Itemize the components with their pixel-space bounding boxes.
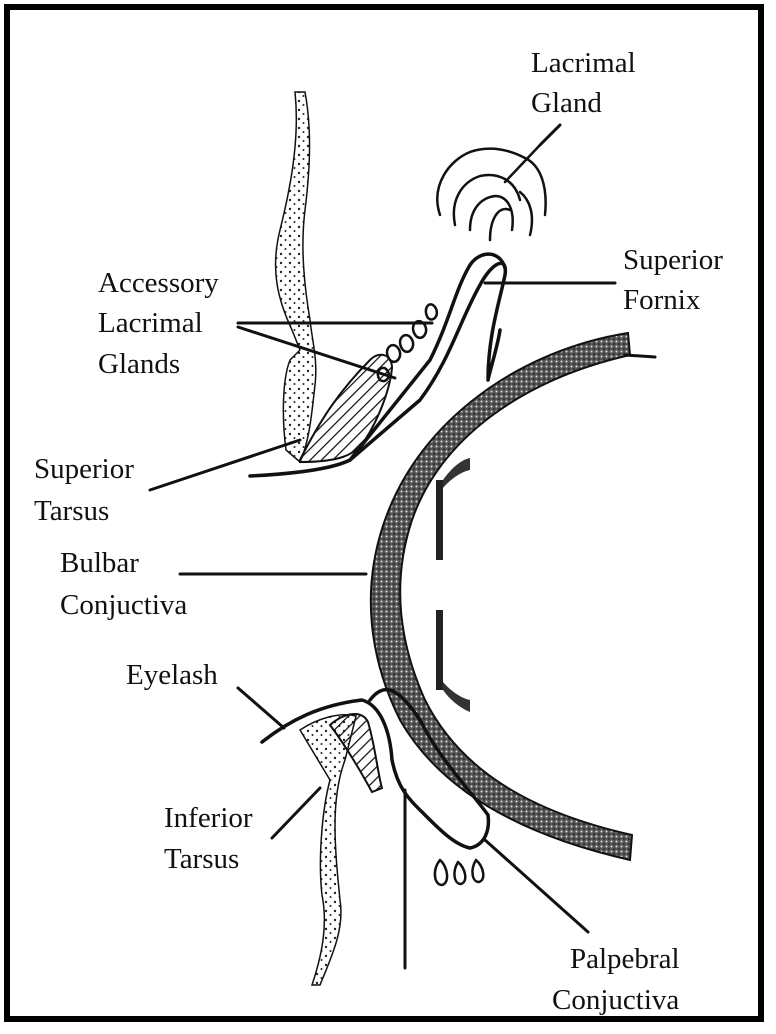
label-bulbar-conjuctiva-1: Bulbar xyxy=(60,547,139,579)
iris-shape xyxy=(436,458,470,712)
label-palpebral-conjuctiva-1: Palpebral xyxy=(570,943,680,975)
label-inferior-tarsus-2: Tarsus xyxy=(164,843,239,875)
label-bulbar-conjuctiva-2: Conjuctiva xyxy=(60,589,187,621)
upper-eyelid-skin xyxy=(276,92,316,462)
label-inferior-tarsus-1: Inferior xyxy=(164,802,253,834)
label-accessory-lacrimal-3: Glands xyxy=(98,348,180,380)
label-accessory-lacrimal-1: Accessory xyxy=(98,267,219,299)
label-palpebral-conjuctiva-2: Conjuctiva xyxy=(552,984,679,1016)
label-superior-fornix-1: Superior xyxy=(623,244,723,276)
label-lacrimal-gland-2: Gland xyxy=(531,87,602,119)
label-accessory-lacrimal-2: Lacrimal xyxy=(98,307,203,339)
lacrimal-gland-shape xyxy=(437,145,545,240)
accessory-lacrimal-glands-shape xyxy=(378,304,437,381)
lower-lid-glands xyxy=(435,860,483,885)
label-superior-tarsus-1: Superior xyxy=(34,453,134,485)
eyeball-sclera xyxy=(371,333,632,860)
label-superior-fornix-2: Fornix xyxy=(623,284,701,316)
lower-eyelid-skin xyxy=(300,715,356,985)
label-lacrimal-gland-1: Lacrimal xyxy=(531,47,636,79)
label-eyelash: Eyelash xyxy=(126,659,218,691)
label-superior-tarsus-2: Tarsus xyxy=(34,495,109,527)
